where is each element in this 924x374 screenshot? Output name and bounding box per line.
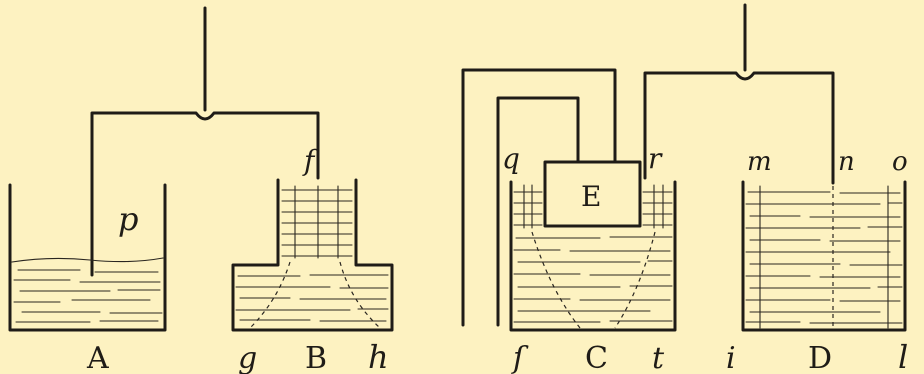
right-balance: [461, 3, 835, 327]
label-s: ſ: [511, 341, 529, 374]
vessel-a-water-hatching: [13, 269, 163, 323]
label-q: q: [502, 142, 520, 175]
vessel-a-water-surface: [11, 257, 164, 263]
vessel-b-walls: [231, 178, 394, 332]
label-r: r: [648, 142, 663, 175]
label-b: B: [305, 341, 327, 374]
label-l: l: [898, 338, 908, 374]
label-h: h: [368, 338, 389, 374]
vessel-c-water-hatching: [513, 184, 673, 323]
body-e: [543, 160, 642, 228]
body-e-rect: [543, 160, 642, 228]
vessel-b-water-hatching: [235, 185, 389, 322]
label-p: p: [118, 200, 138, 238]
vessel-b-pressure-line-left: [249, 261, 291, 329]
vessel-d-water-hatching: [745, 191, 903, 324]
vessel-c-walls: [509, 180, 677, 332]
vessel-d: [741, 180, 907, 332]
label-o: o: [892, 147, 908, 177]
vessel-b-pressure-line-right: [339, 261, 381, 329]
label-a: A: [86, 341, 109, 374]
vessel-a-walls: [8, 183, 167, 332]
vessel-b: [231, 178, 394, 332]
label-t: t: [652, 341, 665, 374]
left-beam-with-arms: [90, 111, 320, 277]
vessel-d-walls: [741, 180, 907, 332]
vessel-a: [8, 183, 167, 332]
vessel-c-pressure-line-left: [531, 231, 581, 329]
vessel-c: [509, 180, 677, 332]
vessel-c-pressure-line-right: [614, 231, 656, 329]
label-d: D: [808, 341, 832, 374]
label-i: i: [726, 341, 736, 374]
right-inner-frame: [496, 96, 580, 327]
label-f: f: [302, 144, 319, 177]
label-g: g: [238, 341, 257, 374]
right-outer-frame: [461, 68, 617, 327]
label-c: C: [585, 341, 608, 374]
label-n: n: [838, 147, 855, 177]
label-e: E: [581, 180, 601, 213]
label-m: m: [747, 147, 772, 177]
left-balance: [90, 6, 320, 277]
right-beam-with-arms: [643, 71, 835, 185]
